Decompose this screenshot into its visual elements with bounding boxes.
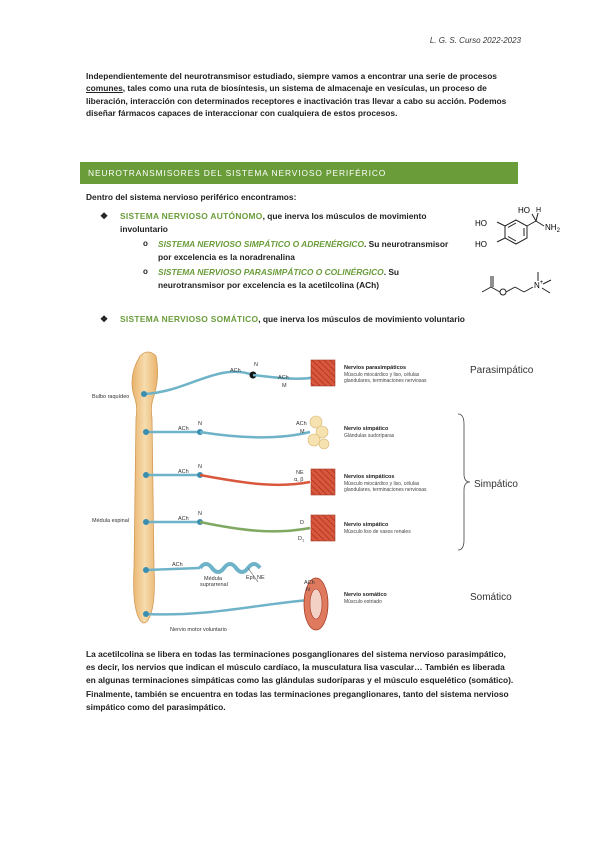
peripheral-nervous-system-diagram: Bulbo raquídeo Médula espinal Nervio mot… [92,351,534,633]
bullet-list: ❖ SISTEMA NERVIOSO AUTÓNOMO, que inerva … [100,210,460,291]
svg-text:Músculo miocárdico y liso, cél: Músculo miocárdico y liso, células [344,372,420,378]
label-ach-7: ACh [172,562,183,568]
course-header: L. G. S. Curso 2022-2023 [429,36,521,45]
label-motor: Nervio motor voluntario [170,627,227,633]
label-ach-8: ACh [304,580,315,586]
label-d1: D1 [298,536,305,543]
label-alpha-beta: α, β [294,477,303,483]
sweat-gland [307,415,330,450]
adrenal-medulla [198,562,262,574]
label-medula-supra-2: suprarrenal [200,582,228,588]
label-medula-supra-1: Médula [204,576,223,582]
target-5: Nervio somático Músculo estriado [344,592,387,605]
label-ach-4: ACh [296,421,307,427]
svg-text:Nervio simpático: Nervio simpático [344,426,389,432]
label-n-4: N [198,511,202,517]
label-epi-ne: Epi, NE [246,575,265,581]
target-2: Nervio simpático Glándulas sudoríparas [344,426,395,439]
group-parasimpatico: Parasimpático [470,365,534,376]
svg-text:Nervios simpáticos: Nervios simpáticos [344,474,394,480]
svg-text:Músculo miocárdico y liso, cél: Músculo miocárdico y liso, células [344,481,420,487]
spinal-cord [131,351,158,624]
svg-text:Nervio somático: Nervio somático [344,592,387,598]
label-n-5: N [306,587,310,593]
diamond-bullet-icon: ❖ [100,211,109,221]
group-somatico: Somático [470,592,512,603]
lead-text: Dentro del sistema nervioso periférico e… [86,192,297,202]
target-1: Nervios parasimpáticos Músculo miocárdic… [344,365,427,384]
h-atom: H [536,207,541,214]
bullet-somatico: ❖ SISTEMA NERVIOSO SOMÁTICO, que inerva … [100,314,465,324]
svg-text:Músculo liso de vasos renales: Músculo liso de vasos renales [344,529,411,535]
svg-text:Nervio simpático: Nervio simpático [344,522,389,528]
label-ach-5: ACh [178,469,189,475]
label-ach-3: ACh [178,426,189,432]
section-heading-bar: NEUROTRANSMISORES DEL SISTEMA NERVIOSO P… [80,162,518,184]
ho-top: HO [475,219,487,228]
acetylcholine-structure: N+ [481,272,552,296]
label-medula: Médula espinal [92,518,129,524]
sub-bullet-simpatico: o SISTEMA NERVIOSO SIMPÁTICO O ADRENÉRGI… [143,239,449,262]
target-3: Nervios simpáticos Músculo miocárdico y … [344,474,427,493]
simpatico-brace [457,413,471,551]
label-ne: NE [296,470,304,476]
svg-text:Músculo estriado: Músculo estriado [344,599,382,605]
svg-text:Nervios parasimpáticos: Nervios parasimpáticos [344,365,406,371]
label-ach-6: ACh [178,516,189,522]
svg-text:glandulares, terminaciones ner: glandulares, terminaciones nerviosas [344,378,427,384]
label-m-1: M [282,383,287,389]
outro-paragraph: La acetilcolina se libera en todas las t… [86,649,514,712]
sub-bullet-parasimpatico: o SISTEMA NERVIOSO PARASIMPÁTICO O COLIN… [143,267,400,290]
section-title: NEUROTRANSMISORES DEL SISTEMA NERVIOSO P… [88,168,387,178]
intro-paragraph: Independientemente del neurotransmisor e… [86,71,507,119]
label-ach-1: ACh [230,368,241,374]
svg-text:glandulares, terminaciones ner: glandulares, terminaciones nerviosas [344,487,427,493]
amine-group: NH2 [545,223,561,234]
noradrenaline-structure: HO HO HO H NH2 [475,206,561,249]
underlined-word: comunes [86,83,123,94]
label-n-2: N [198,421,202,427]
quaternary-nitrogen: N+ [534,280,544,290]
muscle-block-renal [310,514,336,542]
target-4: Nervio simpático Músculo liso de vasos r… [344,522,411,535]
ho-bottom: HO [475,240,487,249]
label-m-2: M [300,429,305,435]
label-n-1: N [254,362,258,368]
bullet-autonomo: ❖ SISTEMA NERVIOSO AUTÓNOMO, que inerva … [100,211,427,234]
muscle-block-simp [310,468,336,496]
circle-bullet-icon: o [143,267,148,276]
svg-text:Glándulas sudoríparas: Glándulas sudoríparas [344,433,395,439]
label-ach-2: ACh [278,375,289,381]
circle-bullet-icon: o [143,239,148,248]
muscle-block-para [310,359,336,387]
label-n-3: N [198,464,202,470]
striated-muscle [303,577,329,631]
label-bulbo: Bulbo raquídeo [92,394,129,400]
group-simpatico: Simpático [474,479,518,490]
diamond-bullet-icon: ❖ [100,314,109,324]
label-d: D [300,520,304,526]
oh-group: HO [518,206,530,215]
